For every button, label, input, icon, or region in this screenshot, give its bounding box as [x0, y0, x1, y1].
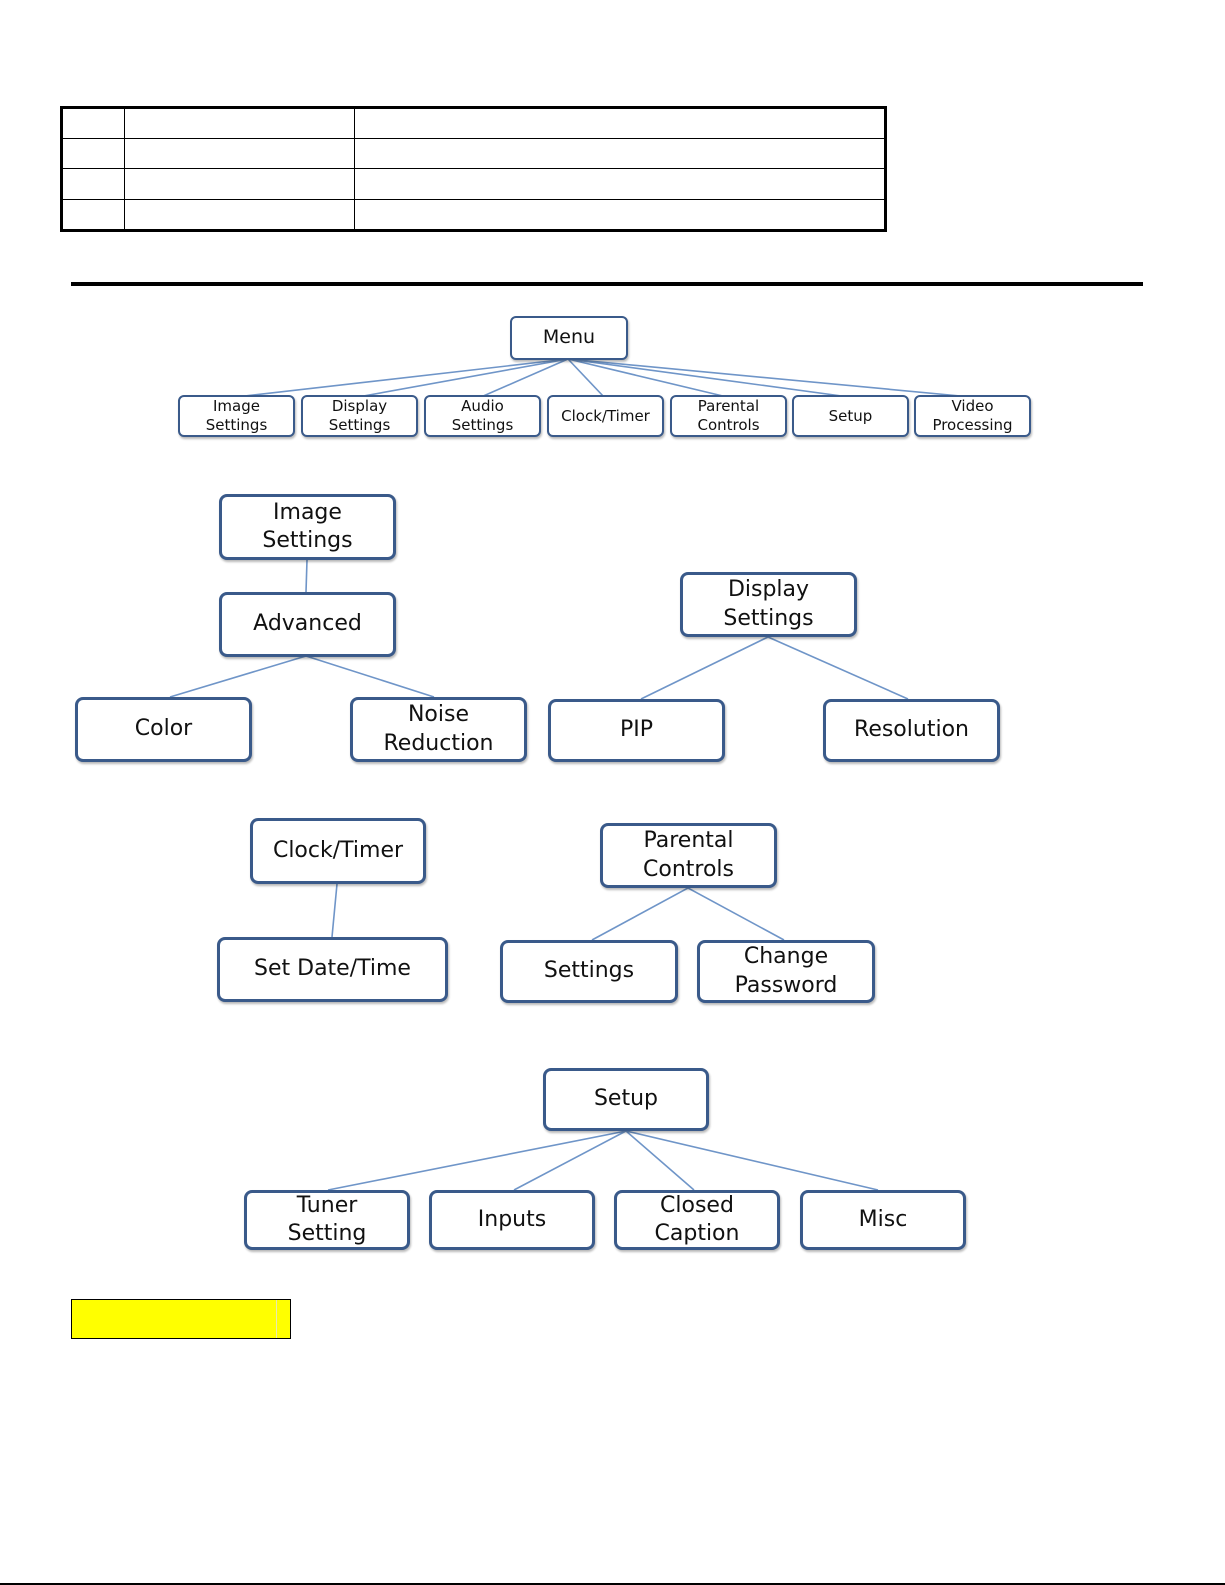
node-clock-timer: Clock/Timer — [250, 818, 426, 884]
table-cell — [124, 168, 355, 200]
node-misc: Misc — [800, 1190, 966, 1250]
table-row — [61, 106, 886, 140]
table-cell — [354, 198, 886, 232]
table-cell — [61, 168, 125, 200]
connector-menu-clock-timer — [567, 358, 605, 398]
node-image-settings: Image Settings — [219, 494, 396, 560]
table-row — [61, 138, 886, 170]
node-pip: PIP — [548, 699, 725, 762]
node-menu-audio-settings: Audio Settings — [424, 395, 541, 437]
table-cell — [354, 138, 886, 170]
node-menu-clock-timer: Clock/Timer — [547, 395, 664, 437]
table-cell — [124, 106, 355, 140]
connector-setup-tuner-setting — [327, 1130, 627, 1191]
node-closed-caption: Closed Caption — [614, 1190, 780, 1250]
table-cell — [354, 106, 886, 140]
node-menu-display-settings: Display Settings — [301, 395, 418, 437]
connector-menu-setup — [567, 358, 850, 398]
node-tuner-setting: Tuner Setting — [244, 1190, 410, 1250]
node-inputs: Inputs — [429, 1190, 595, 1250]
table-cell — [61, 106, 125, 140]
connector-parental-controls-change-password — [687, 887, 785, 941]
connector-menu-parental-controls — [567, 358, 728, 398]
node-menu-image-settings: Image Settings — [178, 395, 295, 437]
connector-display-settings-resolution — [767, 636, 909, 700]
connector-clock-timer-set-date-time — [331, 883, 338, 938]
connector-menu-image-settings — [235, 358, 569, 398]
table-cell — [61, 138, 125, 170]
node-resolution: Resolution — [823, 699, 1000, 762]
header-table — [60, 106, 887, 232]
table-cell — [124, 138, 355, 170]
node-advanced: Advanced — [219, 592, 396, 657]
node-menu-parental-controls: Parental Controls — [670, 395, 787, 437]
connector-display-settings-pip — [640, 636, 769, 700]
table-cell — [124, 198, 355, 232]
table-cell — [354, 168, 886, 200]
connector-image-settings-advanced — [305, 559, 308, 593]
connector-menu-audio-settings — [480, 358, 569, 398]
node-noise-reduction: Noise Reduction — [350, 697, 527, 762]
node-settings: Settings — [500, 940, 678, 1003]
connector-menu-display-settings — [357, 358, 569, 398]
connector-setup-closed-caption — [625, 1130, 695, 1191]
node-menu-setup: Setup — [792, 395, 909, 437]
node-color: Color — [75, 697, 252, 762]
node-display-settings: Display Settings — [680, 572, 857, 637]
node-menu: Menu — [510, 316, 628, 360]
table-row — [61, 198, 886, 232]
section-divider — [71, 282, 1143, 286]
node-change-password: Change Password — [697, 940, 875, 1003]
table-cell — [61, 198, 125, 232]
footer-divider — [0, 1583, 1225, 1585]
connector-setup-misc — [625, 1130, 879, 1191]
highlight-box — [71, 1299, 291, 1339]
table-row — [61, 168, 886, 200]
connector-advanced-noise-reduction — [305, 655, 435, 698]
node-menu-video-processing: Video Processing — [914, 395, 1031, 437]
node-setup: Setup — [543, 1068, 709, 1131]
connector-setup-inputs — [513, 1130, 627, 1191]
connector-menu-video-processing — [567, 358, 972, 398]
connector-advanced-color — [169, 655, 307, 698]
node-parental-controls: Parental Controls — [600, 823, 777, 888]
node-set-date-time: Set Date/Time — [217, 937, 448, 1002]
connector-parental-controls-settings — [591, 887, 689, 941]
